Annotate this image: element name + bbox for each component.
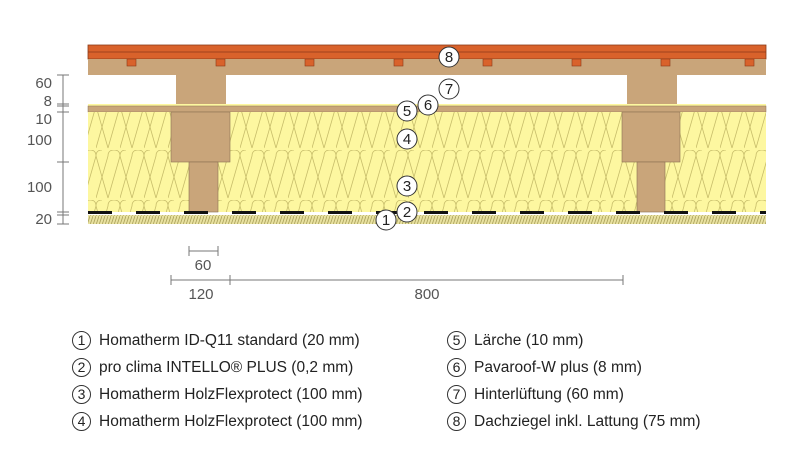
marker-5: 5 xyxy=(396,100,418,122)
dim-100-upper: 100 xyxy=(27,132,52,149)
marker-1: 1 xyxy=(375,209,397,231)
dim-20: 20 xyxy=(35,211,52,228)
roof-tiles-layer xyxy=(87,44,767,75)
dim-10: 10 xyxy=(35,111,52,128)
marker-2: 2 xyxy=(396,201,418,223)
dim-100-lower: 100 xyxy=(27,179,52,196)
dim-h-60: 60 xyxy=(195,257,212,274)
svg-text:7: 7 xyxy=(445,81,453,98)
horizontal-dimension xyxy=(170,246,624,285)
dim-60: 60 xyxy=(35,75,52,92)
svg-text:6: 6 xyxy=(424,97,432,114)
marker-6: 6 xyxy=(417,94,439,116)
ventilation-layer xyxy=(88,75,766,104)
dim-h-800: 800 xyxy=(414,286,439,303)
wood-fibre-board-layer xyxy=(88,215,766,224)
marker-3: 3 xyxy=(396,175,418,197)
dim-h-120: 120 xyxy=(188,286,213,303)
rafters xyxy=(170,111,681,213)
svg-text:4: 4 xyxy=(403,131,411,148)
svg-text:3: 3 xyxy=(403,178,411,195)
marker-7: 7 xyxy=(438,78,460,100)
vertical-dimension xyxy=(57,74,69,225)
svg-text:1: 1 xyxy=(382,212,390,229)
svg-text:5: 5 xyxy=(403,103,411,120)
dim-8: 8 xyxy=(44,93,52,110)
svg-text:2: 2 xyxy=(403,204,411,221)
layer-markers: 1 2 3 4 5 6 7 8 xyxy=(375,46,460,231)
marker-8: 8 xyxy=(438,46,460,68)
marker-4: 4 xyxy=(396,128,418,150)
svg-text:8: 8 xyxy=(445,49,453,66)
